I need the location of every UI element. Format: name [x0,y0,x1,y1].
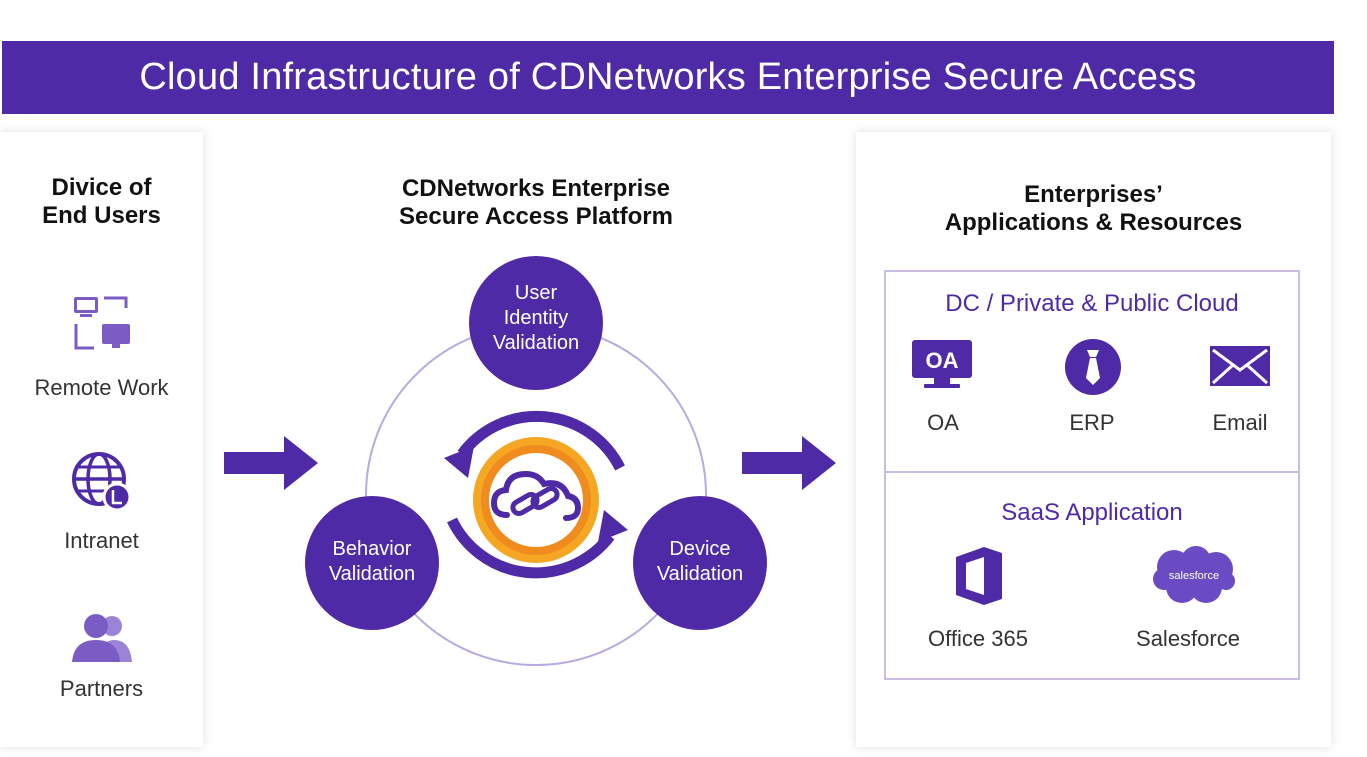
behavior-validation-label: Behavior Validation [328,538,416,585]
intranet-label: Intranet [64,528,139,553]
office-icon [956,547,1002,605]
oa-label: OA [927,410,959,435]
cycle-arrowhead-left [444,446,474,478]
platform-title: CDNetworks Enterprise Secure Access Plat… [399,175,673,230]
user-identity-label: User Identity Validation [492,282,580,354]
office365-label: Office 365 [928,626,1028,651]
tie-icon [1065,339,1121,395]
page-title: Cloud Infrastructure of CDNetworks Enter… [139,56,1197,98]
salesforce-cloud-icon: salesforce [1153,546,1235,603]
user-identity-node [469,256,603,390]
email-label: Email [1212,410,1268,435]
header-banner: Cloud Infrastructure of CDNetworks Enter… [2,41,1334,114]
resources-title: Enterprises’ Applications & Resources [944,181,1243,236]
users-icon [72,614,132,662]
erp-label: ERP [1069,410,1115,435]
arrow-to-resources-icon [742,436,836,490]
cycle-arrow-bottom [447,517,615,579]
dc-section-title: DC / Private & Public Cloud [945,290,1239,317]
envelope-icon [1210,346,1270,386]
remote-work-label: Remote Work [34,375,169,400]
arrow-to-platform-icon [224,436,318,490]
globe-icon [72,452,132,512]
device-node [633,496,767,630]
oa-icon: OA [912,340,972,388]
device-validation-label: Device Validation [656,538,744,585]
cycle-arrow-top [457,410,625,471]
cycle-arrowhead-right [598,510,628,542]
oa-badge-text: OA [926,348,959,373]
resources-divider [884,471,1300,473]
resources-box [884,270,1300,680]
salesforce-label: Salesforce [1136,626,1240,651]
cloud-link-logo [473,437,599,563]
behavior-node [305,496,439,630]
saas-section-title: SaaS Application [1001,499,1183,526]
remote-work-icon [74,296,130,350]
partners-label: Partners [59,676,144,701]
resources-panel [856,132,1331,747]
end-users-title: Divice of End Users [42,174,161,229]
salesforce-logo-text: salesforce [1169,570,1219,582]
